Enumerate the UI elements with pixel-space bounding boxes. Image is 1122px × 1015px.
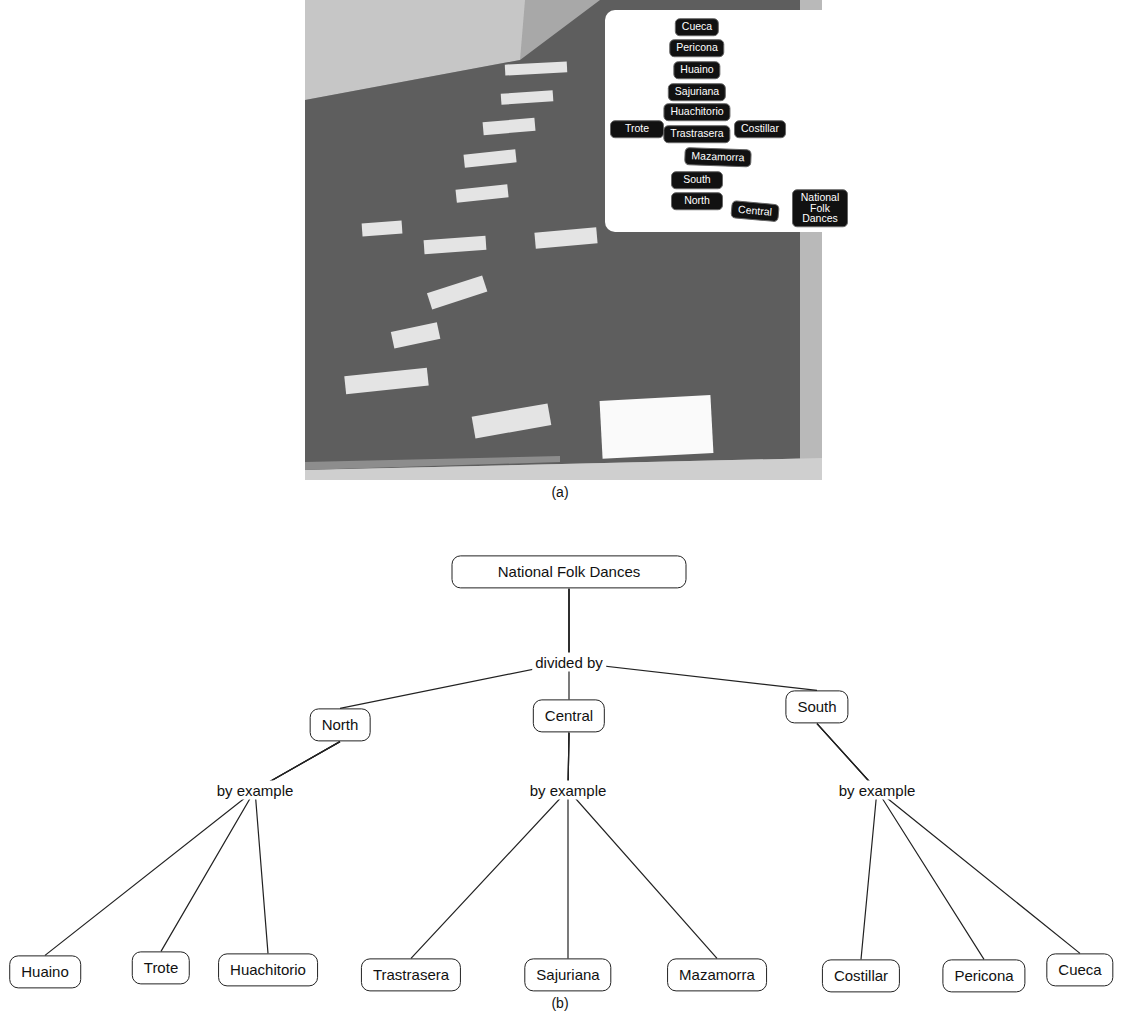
card-label: South xyxy=(671,171,723,189)
paper-card xyxy=(464,149,517,167)
node-text: Central xyxy=(738,204,773,218)
connector-line xyxy=(45,742,340,956)
node-text: South xyxy=(797,698,836,715)
card-label: Cueca xyxy=(675,18,719,36)
concept-box: South xyxy=(785,690,848,723)
card-label: Huachitorio xyxy=(663,103,730,121)
concept-box: Cueca xyxy=(1046,953,1113,986)
paper-card xyxy=(483,118,536,135)
card-label: North xyxy=(671,192,723,210)
node-text: Huaino xyxy=(680,64,713,76)
card-label: Mazamorra xyxy=(684,147,752,167)
connector-line xyxy=(817,724,984,960)
paper-card xyxy=(456,184,509,202)
node-text: National Folk Dances xyxy=(464,563,675,580)
inset-panel xyxy=(605,10,861,232)
paper-card xyxy=(472,403,552,438)
node-text: Sajuriana xyxy=(675,86,719,98)
node-text: Trote xyxy=(144,959,178,976)
node-text: Trastrasera xyxy=(373,966,449,983)
node-text: Trastrasera xyxy=(670,128,723,140)
concept-box: National Folk Dances xyxy=(452,555,687,588)
concept-box: Pericona xyxy=(942,959,1025,992)
node-text: Trote xyxy=(617,123,657,135)
connector-line xyxy=(340,589,569,709)
connector-line xyxy=(255,742,340,954)
card-label: Pericona xyxy=(669,39,724,57)
node-text: North xyxy=(678,195,716,207)
concept-box: Trastrasera xyxy=(361,958,461,991)
node-text: Pericona xyxy=(676,42,717,54)
paper-card xyxy=(534,227,597,248)
concept-box: Huachitorio xyxy=(218,953,318,986)
linking-phrase: by example xyxy=(214,781,297,800)
connector-line xyxy=(411,733,569,959)
paper-card xyxy=(362,221,403,237)
node-text: Huaino xyxy=(21,963,69,980)
connector-line xyxy=(161,742,340,952)
linking-phrase: by example xyxy=(527,781,610,800)
node-text: Costillar xyxy=(834,967,888,984)
connector-line xyxy=(817,724,1080,954)
concept-box: Trote xyxy=(132,951,190,984)
paper-card xyxy=(600,395,714,459)
linking-phrase: by example xyxy=(836,781,919,800)
node-text: North xyxy=(322,716,359,733)
panel-caption: (b) xyxy=(551,995,568,1011)
connector-line xyxy=(569,589,817,691)
card-label: National Folk Dances xyxy=(792,189,848,227)
card-label: Trote xyxy=(610,120,664,138)
card-label: Trastrasera xyxy=(663,125,730,143)
node-text: Mazamorra xyxy=(691,150,744,163)
node-text: National Folk Dances xyxy=(796,192,844,224)
concept-box: Huaino xyxy=(9,955,81,988)
node-text: Central xyxy=(545,707,593,724)
node-text: Huachitorio xyxy=(670,106,723,118)
card-label: Costillar xyxy=(734,120,786,138)
board-rim xyxy=(305,456,560,470)
concept-box: Central xyxy=(533,699,605,732)
card-label: Sajuriana xyxy=(668,83,726,101)
concept-box: Mazamorra xyxy=(667,958,767,991)
concept-box: Costillar xyxy=(822,959,900,992)
node-text: Mazamorra xyxy=(679,966,755,983)
node-text: Sajuriana xyxy=(536,966,599,983)
connector-line xyxy=(568,733,717,959)
connector-line xyxy=(817,724,877,960)
node-text: Costillar xyxy=(741,123,779,135)
card-label: Huaino xyxy=(673,61,720,79)
paper-card xyxy=(505,61,567,75)
paper-card xyxy=(501,90,554,105)
paper-cards xyxy=(344,61,713,458)
node-text: Cueca xyxy=(682,21,712,33)
concept-box: Sajuriana xyxy=(524,958,611,991)
node-text: South xyxy=(678,174,716,186)
node-text: Huachitorio xyxy=(230,961,306,978)
paper-card xyxy=(344,368,428,395)
card-label: Central xyxy=(730,200,779,222)
node-text: Pericona xyxy=(954,967,1013,984)
paper-card xyxy=(427,275,487,309)
node-text: Cueca xyxy=(1058,961,1101,978)
linking-phrase: divided by xyxy=(532,653,606,672)
paper-card xyxy=(391,322,441,348)
concept-box: North xyxy=(310,708,371,741)
paper-card xyxy=(424,236,487,254)
panel-caption: (a) xyxy=(551,484,568,500)
